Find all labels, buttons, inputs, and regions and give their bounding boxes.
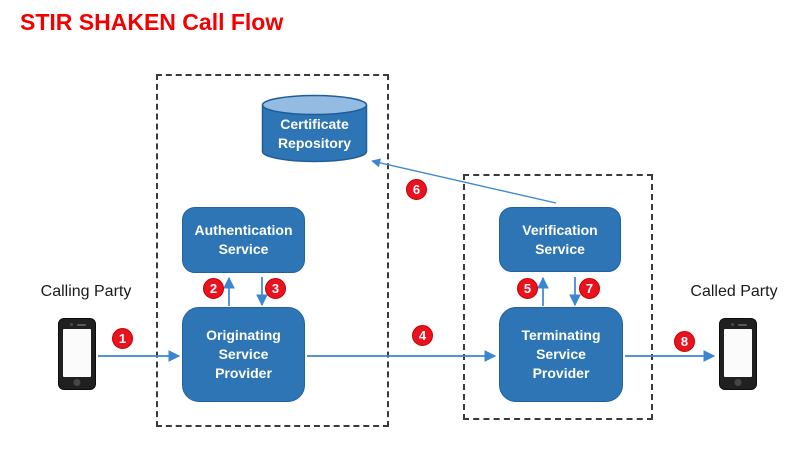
database-cylinder-icon xyxy=(261,94,368,163)
node-verification-service: Verification Service xyxy=(499,207,621,272)
phone-screen xyxy=(63,329,91,377)
phone-camera-dot xyxy=(731,323,734,326)
step-badge-5: 5 xyxy=(517,278,538,299)
phone-speaker xyxy=(738,324,747,326)
calling-party-label: Calling Party xyxy=(40,283,132,300)
called-party-label: Called Party xyxy=(690,283,778,300)
step-badge-3: 3 xyxy=(265,278,286,299)
step-badge-2: 2 xyxy=(203,278,224,299)
node-certificate-repository: Certificate Repository xyxy=(261,94,368,163)
certificate-repository-label: Certificate Repository xyxy=(277,116,352,151)
phone-home-button xyxy=(73,379,81,386)
step-badge-1: 1 xyxy=(112,328,133,349)
node-authentication-service: Authentication Service xyxy=(182,207,305,273)
node-originating-service-provider: Originating Service Provider xyxy=(182,307,305,402)
step-badge-4: 4 xyxy=(412,325,433,346)
calling-party-phone-icon xyxy=(58,318,96,390)
terminating-provider-group-box xyxy=(463,174,653,420)
phone-speaker xyxy=(77,324,86,326)
phone-camera-dot xyxy=(70,323,73,326)
originating-provider-group-box xyxy=(156,74,389,427)
step-badge-7: 7 xyxy=(579,278,600,299)
step-badge-6: 6 xyxy=(406,179,427,200)
diagram-title: STIR SHAKEN Call Flow xyxy=(20,9,284,35)
called-party-phone-icon xyxy=(719,318,757,390)
step-badge-8: 8 xyxy=(674,331,695,352)
phone-home-button xyxy=(734,379,742,386)
phone-screen xyxy=(724,329,752,377)
node-terminating-service-provider: Terminating Service Provider xyxy=(499,307,623,402)
